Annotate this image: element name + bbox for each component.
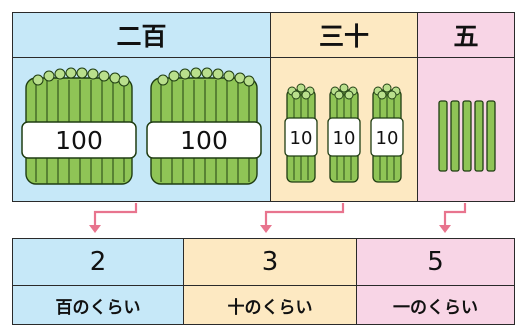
- arrow-head-tens: [260, 225, 272, 233]
- digit-ones: 5: [356, 238, 515, 286]
- arrow-hundreds: [93, 203, 138, 227]
- bundle-10-label: 10: [333, 128, 356, 149]
- digit-hundreds: 2: [12, 238, 184, 286]
- stick-1: [438, 100, 448, 172]
- ten-bundle-1: 10: [284, 83, 318, 183]
- arrow-head-ones: [439, 225, 451, 233]
- bundle-10-label: 10: [290, 128, 313, 149]
- place-label-hundreds: 百のくらい: [12, 285, 184, 325]
- hundred-bundle-2: 100: [146, 67, 262, 185]
- bundle-100-label: 100: [55, 126, 103, 155]
- digit-tens: 3: [183, 238, 357, 286]
- header-ones: 五: [417, 12, 515, 58]
- place-label-ones: 一のくらい: [356, 285, 515, 325]
- ten-bundle-3: 10: [370, 83, 404, 183]
- arrow-tens: [264, 203, 345, 227]
- arrow-ones: [443, 203, 467, 227]
- stick-5: [486, 100, 496, 172]
- header-hundreds: 二百: [12, 12, 271, 58]
- hundred-bundle-1: 100: [21, 67, 137, 185]
- ten-bundle-2: 10: [327, 83, 361, 183]
- bundle-10-label: 10: [376, 128, 399, 149]
- stick-2: [450, 100, 460, 172]
- stick-3: [462, 100, 472, 172]
- place-label-tens: 十のくらい: [183, 285, 357, 325]
- stick-4: [474, 100, 484, 172]
- bundle-100-label: 100: [180, 126, 228, 155]
- single-sticks: [438, 100, 496, 172]
- arrow-head-hundreds: [89, 225, 101, 233]
